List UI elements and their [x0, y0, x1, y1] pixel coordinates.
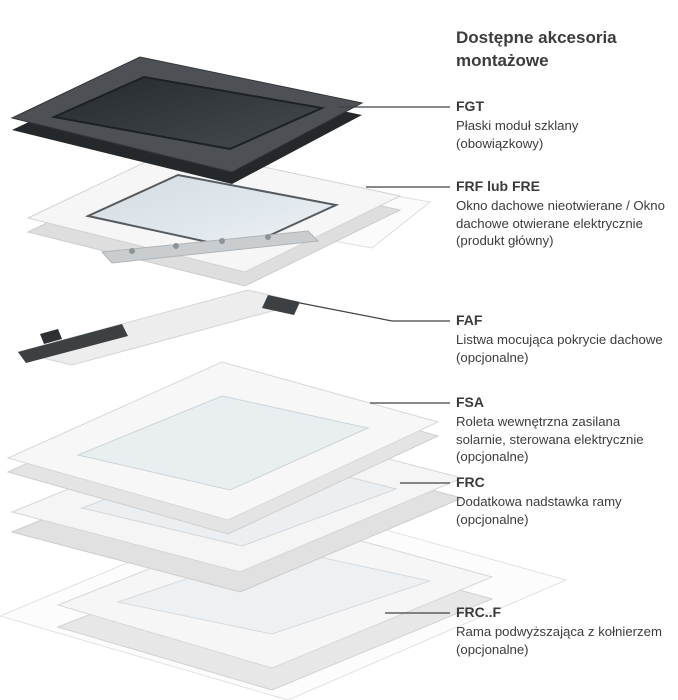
- accessory-code-fsa: FSA: [456, 394, 484, 410]
- accessory-item-fgt: FGT Płaski moduł szklany (obowiązkowy): [456, 98, 668, 152]
- accessory-item-frc: FRC Dodatkowa nadstawka ramy (opcjonalne…: [456, 474, 668, 528]
- layer-fsa-frame: [6, 361, 440, 535]
- accessory-code-faf: FAF: [456, 312, 483, 328]
- accessory-item-frf: FRF lub FRE Okno dachowe nieotwierane / …: [456, 178, 668, 250]
- leader-lines: [299, 106, 450, 614]
- accessory-item-faf: FAF Listwa mocująca pokrycie dachowe (op…: [456, 312, 668, 366]
- accessory-item-frcf: FRC..F Rama podwyższająca z kołnierzem (…: [456, 604, 668, 658]
- layer-faf-batten: [17, 289, 303, 366]
- accessory-desc-frf: Okno dachowe nieotwierane / Okno dachowe…: [456, 198, 665, 248]
- accessory-item-fsa: FSA Roleta wewnętrzna zasilana solarnie,…: [456, 394, 668, 466]
- accessory-desc-faf: Listwa mocująca pokrycie dachowe (opcjon…: [456, 332, 663, 365]
- accessory-desc-fsa: Roleta wewnętrzna zasilana solarnie, ste…: [456, 414, 644, 464]
- accessory-code-frcf: FRC..F: [456, 604, 502, 620]
- accessory-code-frc: FRC: [456, 474, 485, 490]
- page-title: Dostępne akcesoria montażowe: [456, 28, 617, 70]
- accessory-desc-fgt: Płaski moduł szklany (obowiązkowy): [456, 118, 579, 151]
- accessory-desc-frcf: Rama podwyższająca z kołnierzem (opcjona…: [456, 624, 662, 657]
- accessory-code-frf: FRF lub FRE: [456, 178, 540, 194]
- layer-frf-window: [26, 147, 432, 287]
- layer-fgt-glass-module: [10, 56, 364, 184]
- accessory-code-fgt: FGT: [456, 98, 484, 114]
- leader-line-faf: [299, 302, 450, 322]
- accessory-desc-frc: Dodatkowa nadstawka ramy (opcjonalne): [456, 494, 622, 527]
